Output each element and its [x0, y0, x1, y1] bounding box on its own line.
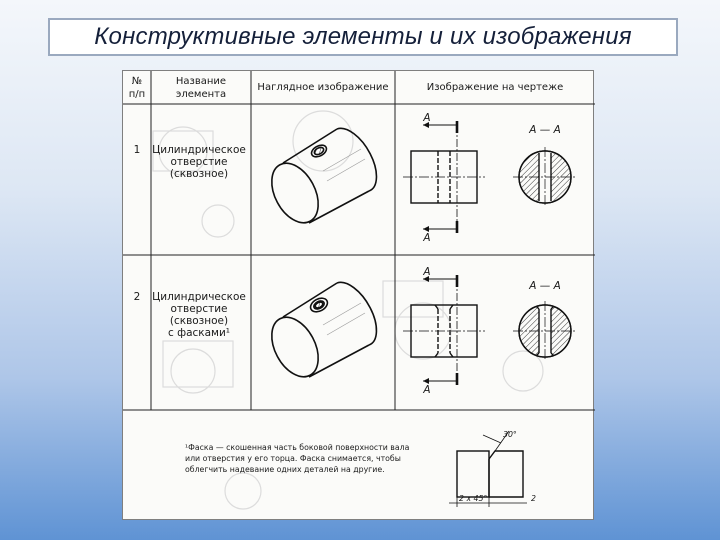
footnote-line: ¹Фаска — скошенная часть боковой поверхн… [185, 443, 410, 452]
row-name-line: с фасками¹ [168, 327, 230, 339]
row-name-line: отверстие [170, 303, 227, 315]
cut-label-top: А [422, 112, 430, 124]
footnote-line: облегчить надевание одних деталей на дру… [185, 465, 385, 474]
table-drawing: № п/п Название элемента Наглядное изобра… [123, 71, 595, 510]
header-number-line2: п/п [129, 89, 145, 100]
row-name-line: отверстие [170, 156, 227, 168]
chamfer-detail-drawing [449, 430, 527, 507]
header-pictorial: Наглядное изображение [257, 82, 388, 93]
row-name-line: (сквозное) [170, 168, 228, 180]
drawing-front-view-chamfered [403, 275, 485, 385]
chamfer-length-label: 2 [531, 494, 536, 503]
drawing-section-view [513, 147, 577, 207]
row-name-line: Цилиндрическое [152, 144, 246, 156]
row-name-line: (сквозное) [170, 315, 228, 327]
section-label: А — А [528, 280, 561, 292]
footnote: ¹Фаска — скошенная часть боковой поверхн… [185, 443, 410, 474]
chamfer-angle-label: 30° [503, 430, 517, 439]
drawing-section-view-chamfered [513, 301, 577, 361]
section-label: А — А [528, 124, 561, 136]
cut-label-bottom: А [422, 232, 430, 244]
cut-label-top: А [422, 266, 430, 278]
row-name-line: Цилиндрическое [152, 291, 246, 303]
table-grid [123, 71, 595, 411]
table-row: 1 Цилиндрическое отверстие (сквозное) [134, 112, 577, 244]
cylinder-chamfered-pictorial [271, 281, 378, 378]
row-number: 1 [134, 144, 141, 156]
chamfer-size-label: 2 x 45° [459, 494, 487, 503]
slide-title: Конструктивные элементы и их изображения [94, 23, 632, 50]
header-name-line2: элемента [176, 89, 226, 100]
structural-elements-table: № п/п Название элемента Наглядное изобра… [122, 70, 595, 520]
cut-label-bottom: А [422, 384, 430, 396]
row-number: 2 [134, 291, 141, 303]
header-number-line1: № [132, 76, 142, 87]
header-name-line1: Название [176, 76, 226, 87]
header-drawing: Изображение на чертеже [427, 82, 563, 93]
footnote-line: или отверстия у его торца. Фаска снимает… [185, 454, 401, 463]
table-row: 2 Цилиндрическое отверстие (сквозное) с … [134, 266, 577, 396]
slide-title-box: Конструктивные элементы и их изображения [48, 18, 678, 56]
drawing-front-view [403, 121, 485, 233]
cylinder-pictorial [271, 127, 378, 224]
